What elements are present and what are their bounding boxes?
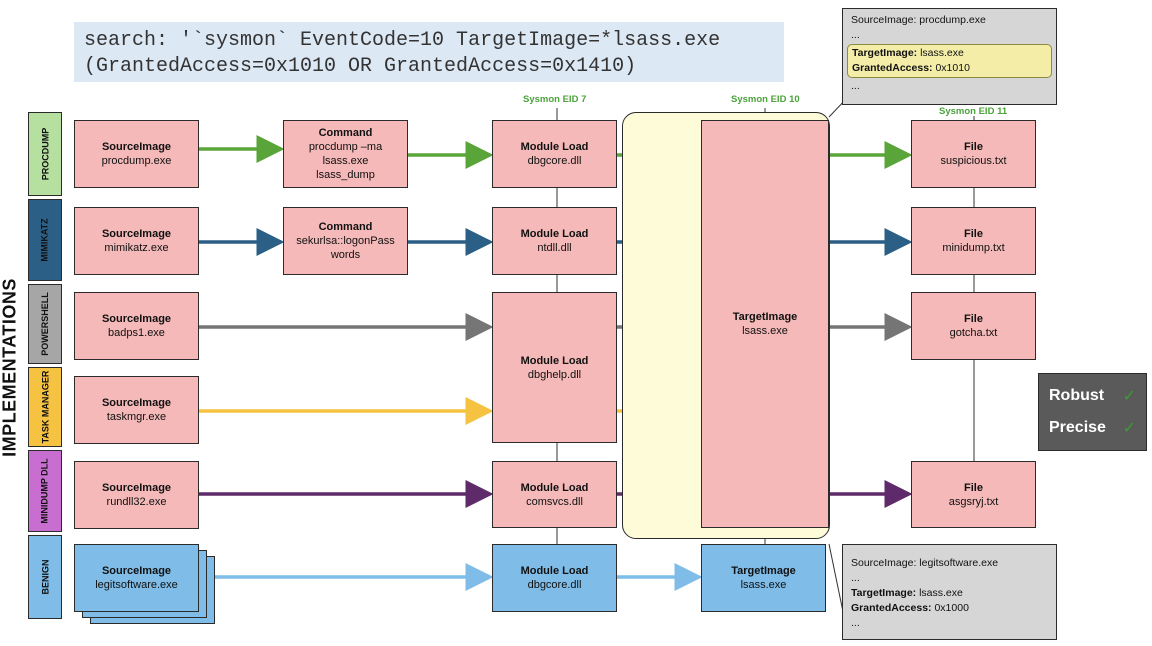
eid-11-label: Sysmon EID 11 (939, 106, 1008, 117)
precise-label: Precise (1049, 419, 1106, 436)
command-box-procdump[interactable]: Command procdump –ma lsass.exe lsass_dum… (283, 120, 408, 188)
check-icon: ✓ (1122, 420, 1136, 437)
callout-top-dots-2: ... (851, 80, 860, 92)
check-icon: ✓ (1122, 388, 1136, 405)
row-label-taskmanager: TASK MANAGER (28, 367, 62, 447)
callout-malicious-event: SourceImage: procdump.exe ... TargetImag… (842, 8, 1057, 105)
callout-bottom-dots-2: ... (851, 617, 860, 629)
row-label-mimikatz: MIMIKATZ (28, 199, 62, 281)
row-label-minidump: MINIDUMP DLL (28, 450, 62, 532)
callout-bottom-source: SourceImage: legitsoftware.exe (851, 557, 999, 569)
row-label-benign: BENIGN (28, 535, 62, 619)
query-line-1: search: '`sysmon` EventCode=10 TargetIma… (84, 29, 721, 52)
eid-10-label: Sysmon EID 10 (731, 94, 800, 105)
row-label-procdump: PROCDUMP (28, 112, 62, 196)
callout-top-highlight: TargetImage: lsass.exe GrantedAccess: 0x… (847, 44, 1052, 78)
callout-top-dots-1: ... (851, 29, 860, 41)
callout-benign-event: SourceImage: legitsoftware.exe ... Targe… (842, 544, 1057, 640)
implementations-label: IMPLEMENTATIONS (0, 278, 20, 457)
search-query: search: '`sysmon` EventCode=10 TargetIma… (74, 22, 784, 82)
robust-label: Robust (1049, 387, 1105, 404)
callout-top-source: SourceImage: procdump.exe (851, 14, 986, 26)
eid-7-label: Sysmon EID 7 (523, 94, 587, 105)
query-line-2: (GrantedAccess=0x1010 OR GrantedAccess=0… (84, 55, 637, 78)
callout-bottom-dots-1: ... (851, 572, 860, 584)
command-box-mimikatz[interactable]: Command sekurlsa::logonPass words (283, 207, 408, 275)
row-label-powershell: POWERSHELL (28, 284, 62, 364)
quality-badge: Robust ✓ Precise ✓ (1038, 373, 1147, 451)
